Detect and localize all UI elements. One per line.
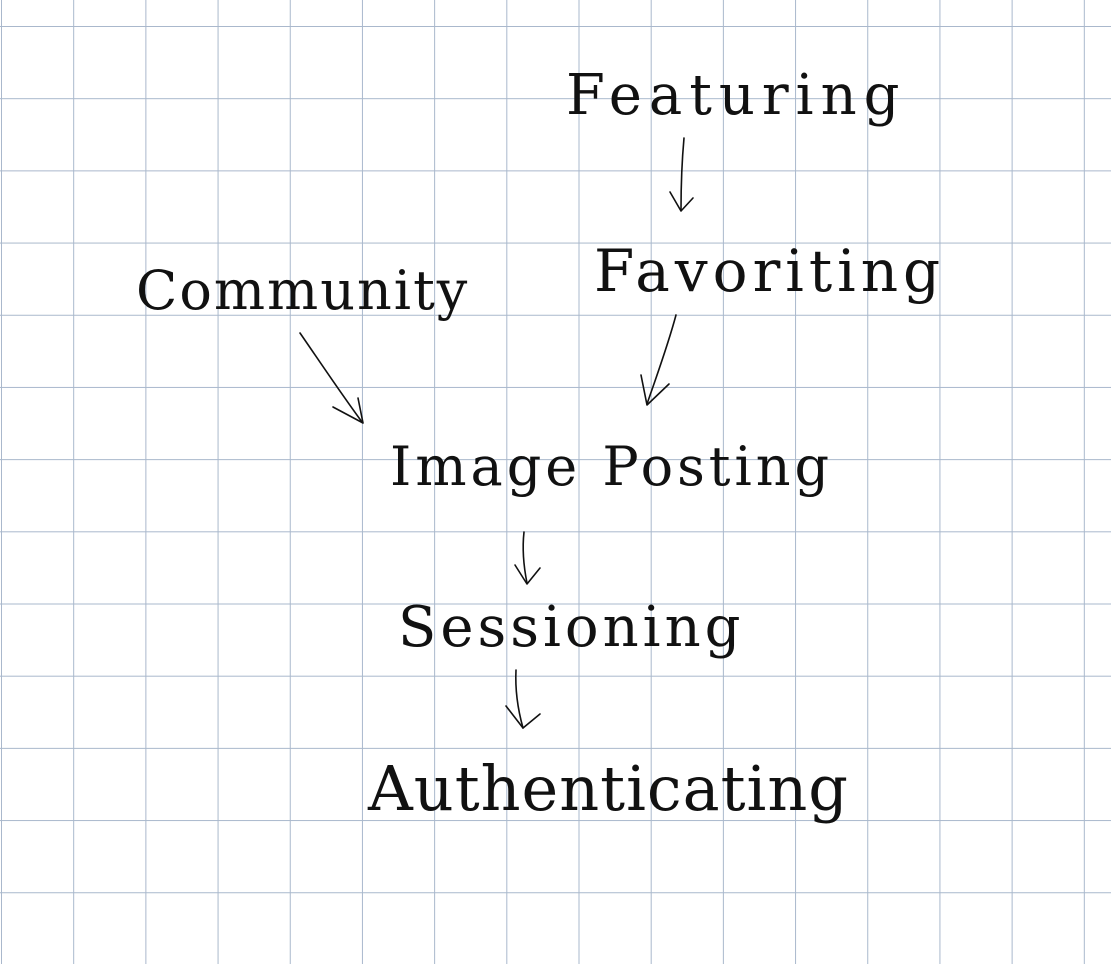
node-favoriting: Favoriting: [594, 237, 946, 305]
arrow-shaft: [646, 314, 677, 405]
arrow-head: [669, 191, 694, 212]
arrow-shaft: [515, 669, 524, 729]
arrow-shaft: [522, 531, 528, 584]
arrow-image-posting-to-sessioning: [514, 531, 541, 585]
arrow-community-to-image-posting: [299, 332, 364, 424]
arrow-head: [332, 397, 364, 424]
node-image-posting: Image Posting: [390, 435, 834, 498]
arrow-shaft: [299, 332, 363, 423]
node-community: Community: [136, 259, 470, 322]
arrow-featuring-to-favoriting: [669, 137, 694, 212]
arrow-shaft: [680, 137, 685, 211]
arrow-head: [505, 705, 541, 729]
node-sessioning: Sessioning: [398, 595, 745, 660]
arrow-sessioning-to-authenticating: [505, 669, 541, 729]
arrow-head: [640, 374, 670, 406]
arrow-favoriting-to-image-posting: [640, 314, 677, 406]
node-featuring: Featuring: [566, 63, 907, 128]
arrow-head: [514, 564, 541, 585]
node-authenticating: Authenticating: [368, 752, 849, 825]
